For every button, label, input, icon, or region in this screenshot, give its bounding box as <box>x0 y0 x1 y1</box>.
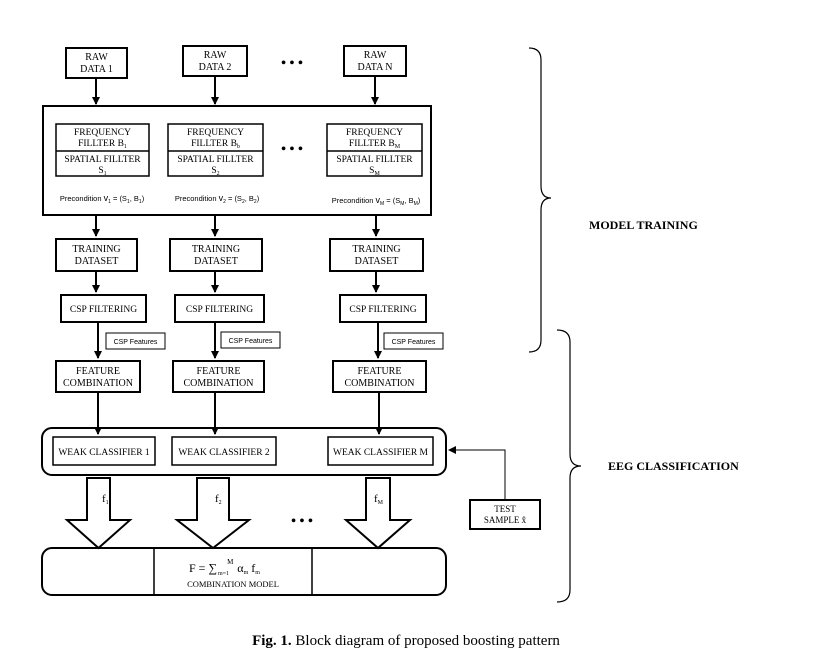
raw-data-1: RAW DATA 1 <box>65 47 128 79</box>
eeg-classification-brace <box>556 329 582 603</box>
feature-combination-2-line2: COMBINATION <box>184 378 254 389</box>
spatial-filter-2-line2: S2 <box>211 166 219 177</box>
weak-classifier-m-label: WEAK CLASSIFIER M <box>333 448 429 458</box>
figure-caption: Fig. 1. Block diagram of proposed boosti… <box>252 633 560 649</box>
weak-classifier-block <box>41 427 447 476</box>
filter-bank-block <box>42 105 432 216</box>
freq-filter-m-line1: FREQUENCY <box>346 128 403 138</box>
raw-data-n: RAW DATA N <box>343 45 407 77</box>
freq-filter-1-line1: FREQUENCY <box>74 128 131 138</box>
test-sample: TEST SAMPLE x̂ <box>469 499 541 530</box>
ellipsis-outputs: • • • <box>291 514 313 529</box>
training-1-line2: DATASET <box>75 256 119 267</box>
output-arrow-1 <box>64 477 133 550</box>
freq-filter-m-line2: FILLTER BM <box>349 139 401 150</box>
training-2-line2: DATASET <box>194 256 238 267</box>
csp-filtering-1: CSP FILTERING <box>60 294 147 323</box>
training-dataset-1: TRAINING DATASET <box>55 238 138 272</box>
test-sample-line2: SAMPLE x̂ <box>484 515 527 525</box>
csp-filtering-1-label: CSP FILTERING <box>70 305 137 315</box>
feature-combination-2-line1: FEATURE <box>197 366 241 377</box>
precondition-1: Precondition v1 = (S1, B1) <box>60 193 145 205</box>
csp-filtering-m: CSP FILTERING <box>339 294 427 323</box>
freq-filter-2-line1: FREQUENCY <box>187 128 244 138</box>
precondition-2: Precondition v2 = (S2, B2) <box>175 193 260 205</box>
freq-filter-2-line2: FILLTER Bb <box>191 139 240 150</box>
csp-filtering-2-label: CSP FILTERING <box>186 305 253 315</box>
ellipsis-filters: • • • <box>281 142 303 157</box>
output-label-1: f1 <box>102 493 109 506</box>
csp-filtering-2: CSP FILTERING <box>174 294 265 323</box>
spatial-filter-1-line2: S1 <box>98 166 106 177</box>
training-dataset-m: TRAINING DATASET <box>329 238 424 272</box>
feature-combination-m-line2: COMBINATION <box>345 378 415 389</box>
eeg-classification-label: EEG CLASSIFICATION <box>608 459 739 473</box>
model-training-brace <box>528 47 552 353</box>
output-label-m: fM <box>374 493 384 506</box>
csp-features-1: CSP Features <box>105 332 166 350</box>
weak-classifier-1: WEAK CLASSIFIER 1 <box>52 436 156 466</box>
ellipsis-raw: • • • <box>281 56 303 71</box>
freq-filter-1-line2: FILLTER B1 <box>78 139 127 150</box>
csp-features-1-label: CSP Features <box>114 339 158 346</box>
csp-features-m-label: CSP Features <box>392 339 436 346</box>
filter-column-m: FREQUENCY FILLTER BM SPATIAL FILLTER SM … <box>326 123 423 207</box>
combination-model-block <box>41 547 447 596</box>
feature-combination-m: FEATURE COMBINATION <box>332 360 427 393</box>
training-1-line1: TRAINING <box>72 244 120 255</box>
feature-combination-m-line1: FEATURE <box>358 366 402 377</box>
raw-data-1-line2: DATA 1 <box>80 64 113 75</box>
raw-data-n-line1: RAW <box>364 50 387 61</box>
spatial-filter-2-line1: SPATIAL FILLTER <box>177 155 254 165</box>
training-dataset-2: TRAINING DATASET <box>169 238 263 272</box>
raw-data-2-line1: RAW <box>204 50 227 61</box>
training-m-line2: DATASET <box>355 256 399 267</box>
test-sample-line1: TEST <box>494 504 516 514</box>
raw-data-n-line2: DATA N <box>357 62 392 73</box>
weak-classifier-1-label: WEAK CLASSIFIER 1 <box>58 448 150 458</box>
spatial-filter-1-line1: SPATIAL FILLTER <box>64 155 141 165</box>
raw-data-1-line1: RAW <box>85 52 108 63</box>
raw-data-2: RAW DATA 2 <box>182 45 248 77</box>
training-2-line1: TRAINING <box>192 244 240 255</box>
filter-column-2: FREQUENCY FILLTER Bb SPATIAL FILLTER S2 … <box>167 123 264 205</box>
output-label-2: f2 <box>215 493 222 506</box>
raw-data-2-line2: DATA 2 <box>199 62 232 73</box>
weak-classifier-2-label: WEAK CLASSIFIER 2 <box>178 448 270 458</box>
filter-column-1: FREQUENCY FILLTER B1 SPATIAL FILLTER S1 … <box>55 123 150 205</box>
feature-combination-1: FEATURE COMBINATION <box>55 360 141 393</box>
csp-filtering-m-label: CSP FILTERING <box>349 305 416 315</box>
weak-classifier-m: WEAK CLASSIFIER M <box>327 436 434 466</box>
spatial-filter-m-line2: SM <box>369 166 380 177</box>
output-arrow-m <box>343 477 413 550</box>
feature-combination-1-line2: COMBINATION <box>63 378 133 389</box>
arrow-test-sample <box>448 446 506 500</box>
model-training-label: MODEL TRAINING <box>589 218 698 232</box>
feature-combination-1-line1: FEATURE <box>76 366 120 377</box>
spatial-filter-m-line1: SPATIAL FILLTER <box>336 155 413 165</box>
feature-combination-2: FEATURE COMBINATION <box>172 360 265 393</box>
output-arrow-2 <box>174 477 252 550</box>
combination-model-label: COMBINATION MODEL <box>187 579 279 589</box>
csp-features-2: CSP Features <box>220 331 281 349</box>
csp-features-2-label: CSP Features <box>229 338 273 345</box>
precondition-m: Precondition vM = (SM, BM) <box>332 195 421 207</box>
weak-classifier-2: WEAK CLASSIFIER 2 <box>171 436 277 466</box>
csp-features-m: CSP Features <box>383 332 444 350</box>
training-m-line1: TRAINING <box>352 244 400 255</box>
